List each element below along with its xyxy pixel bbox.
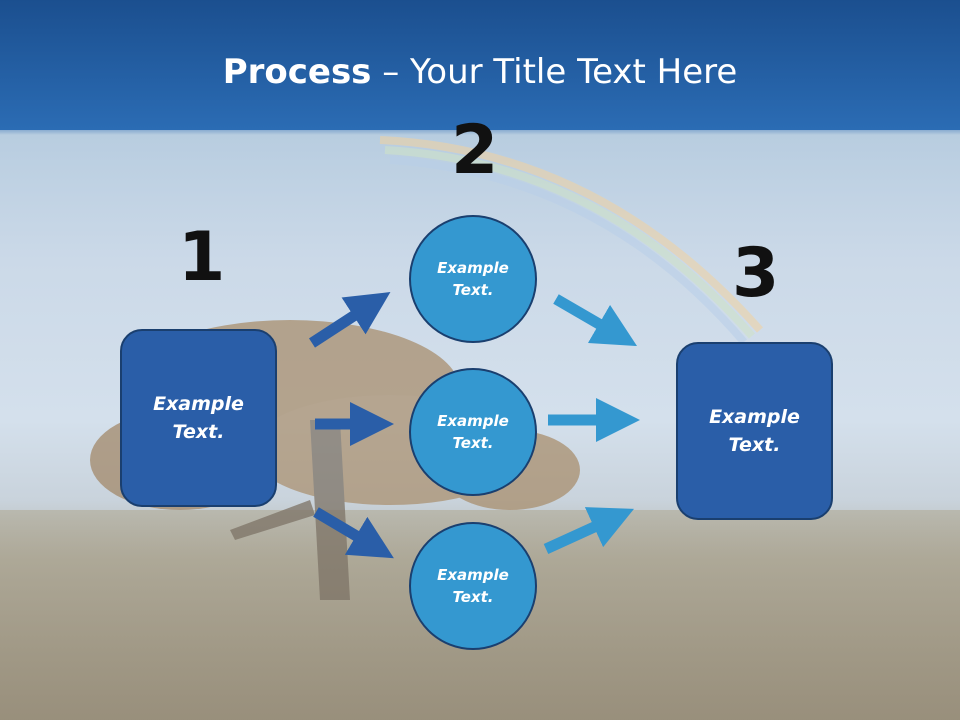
step-number-2: 2 [451,111,499,190]
circle-3-text-line1: Example [437,565,509,584]
circle-3-text-line2: Text. [452,588,494,606]
step-1-text-line1: Example [153,392,244,415]
step-number-3: 3 [732,234,780,313]
step-number-1: 1 [178,218,226,297]
step-2-circle-1[interactable]: Example Text. [409,215,537,343]
circle-1-text: Example Text. [437,257,509,302]
arrow-circle-3-to-right [543,507,635,555]
step-1-box-text: Example Text. [153,390,244,447]
circle-2-text: Example Text. [437,410,509,455]
circle-2-text-line2: Text. [452,434,494,452]
circle-2-text-line1: Example [437,411,509,430]
circle-1-text-line2: Text. [452,281,494,299]
circle-3-text: Example Text. [437,564,509,609]
step-3-text-line1: Example [709,405,800,428]
slide-title: Process – Your Title Text Here [0,52,960,92]
title-bold: Process [222,52,372,92]
step-1-box[interactable]: Example Text. [120,329,277,507]
title-rest: – Your Title Text Here [371,52,738,92]
step-3-box[interactable]: Example Text. [676,342,833,520]
step-1-text-line2: Text. [172,421,225,443]
title-bar [0,0,960,130]
arrow-left-to-circle-1 [309,292,391,348]
step-3-text-line2: Text. [728,434,781,456]
arrow-circle-1-to-right [553,294,638,347]
arrow-left-to-circle-3 [313,507,394,559]
circle-1-text-line1: Example [437,258,509,277]
step-3-box-text: Example Text. [709,403,800,460]
step-2-circle-3[interactable]: Example Text. [409,522,537,650]
step-2-circle-2[interactable]: Example Text. [409,368,537,496]
